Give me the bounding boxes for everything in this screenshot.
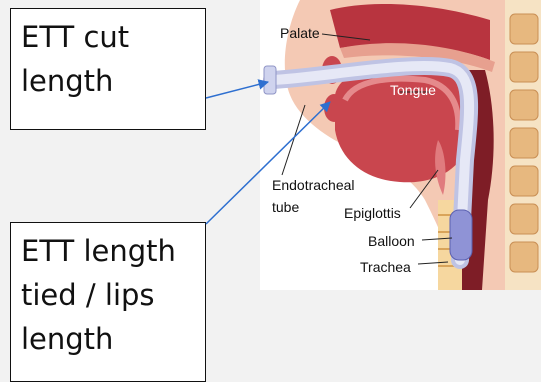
arrow-cut-length [206, 82, 268, 98]
arrow-tied-lips-length [206, 102, 330, 224]
